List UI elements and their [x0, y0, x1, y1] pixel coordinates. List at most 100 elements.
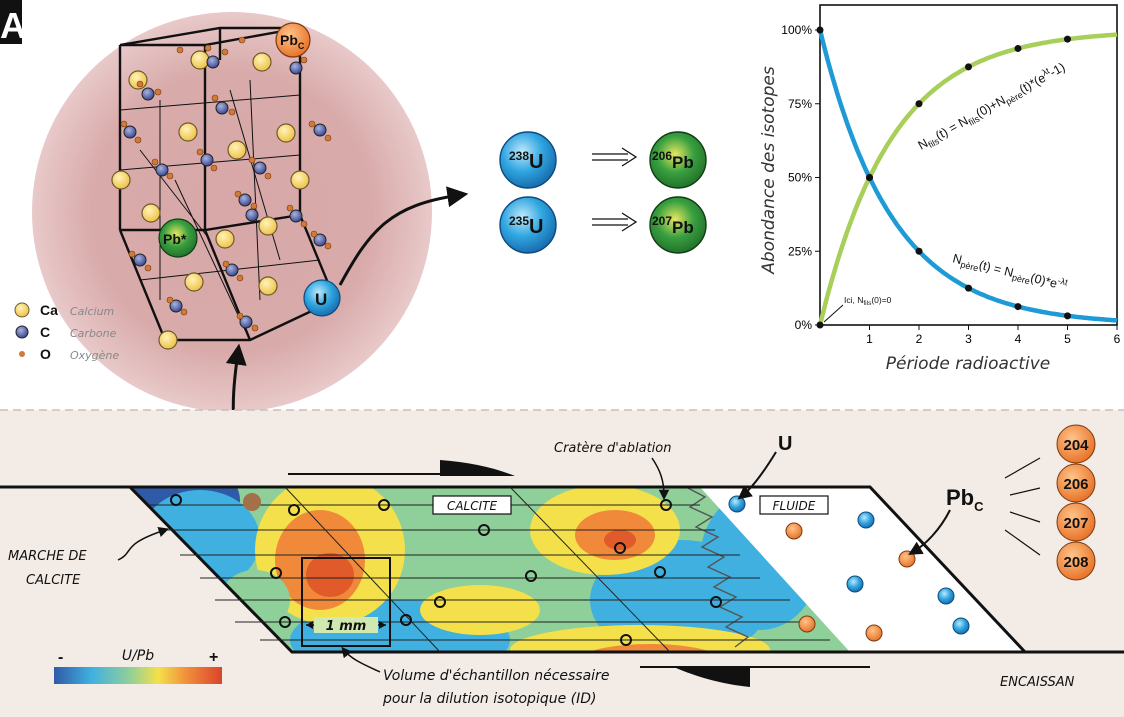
series-fils-point — [965, 63, 972, 71]
pere-eq-c: (0)*e — [1029, 271, 1059, 291]
legend-ca-name: Calcium — [70, 305, 114, 318]
calcite-box-label: CALCITE — [447, 499, 498, 513]
fluid-u-particle — [952, 617, 970, 635]
pb207-label: 207 — [1063, 515, 1088, 532]
fluid-pb-particle — [785, 522, 803, 540]
x-tick-label: 5 — [1064, 332, 1071, 346]
y-tick-label: 25% — [788, 244, 812, 258]
crater-label: Cratère d'ablation — [554, 441, 671, 456]
pb206-mass: 206 — [652, 149, 672, 163]
volume-label-line2: pour la dilution isotopique (ID) — [382, 691, 597, 707]
ablation-pits — [170, 494, 722, 646]
crater-zigzag — [685, 486, 750, 648]
calcite-outline — [126, 485, 1029, 654]
series-fils-point — [816, 321, 824, 329]
calcite-box — [432, 495, 512, 515]
svg-text:PbC: PbC — [946, 485, 984, 514]
x-tick-label: 2 — [916, 332, 923, 346]
colorbar-plus: + — [209, 649, 218, 666]
fils-eq-f: -1) — [1047, 60, 1067, 80]
sampled-spot — [243, 493, 261, 511]
pb206-symbol: Pb — [672, 153, 694, 172]
legend-o-symbol: O — [40, 346, 51, 362]
legend-o-name: Oxygène — [70, 349, 119, 362]
pbc-label-sub: C — [974, 499, 984, 514]
pere-eq-a: N — [951, 251, 963, 267]
series-père-point — [915, 247, 923, 255]
ca-atoms — [111, 50, 310, 350]
y-tick-label: 50% — [788, 171, 812, 185]
fluid-u-particle — [728, 495, 746, 513]
chart-x-label: Période radioactive — [886, 354, 1050, 374]
pbc-pointer — [908, 509, 951, 555]
u235-symbol: U — [529, 216, 543, 238]
svg-text:206Pb: 206Pb — [652, 149, 694, 172]
y-tick-label: 75% — [788, 97, 812, 111]
legend-c-name: Carbone — [70, 327, 117, 340]
legend-ca-icon — [14, 302, 30, 318]
pb204-badge — [1056, 424, 1096, 464]
colorbar — [54, 667, 222, 684]
atom-legend: Ca Calcium C Carbone O Oxygène — [14, 302, 119, 362]
marche-pointer — [117, 527, 169, 561]
origin-pointer — [823, 304, 844, 323]
series-fils-point — [915, 100, 923, 108]
y-tick-label: 0% — [795, 318, 813, 332]
uranium-atom-crystal — [303, 279, 341, 317]
series-père-point — [1064, 312, 1071, 320]
chart-y-ticks: 0% 25% 50% 75% 100% — [781, 23, 820, 332]
fils-eq-a-sub: fils — [926, 136, 941, 150]
fluid-u-particle — [937, 587, 955, 605]
u-pointer — [737, 451, 777, 500]
panel-letter-bg — [0, 0, 22, 44]
marche-label-line2: CALCITE — [26, 573, 81, 588]
series-père-point — [816, 26, 824, 34]
legend-ca-symbol: Ca — [40, 302, 58, 318]
y-tick-label: 100% — [781, 23, 812, 37]
pbc-atom-crystal — [275, 22, 311, 58]
svg-text:PbC: PbC — [280, 32, 305, 51]
legend-c-symbol: C — [40, 324, 50, 340]
fluid-pb-particle — [898, 550, 916, 568]
decay-arrow-235 — [592, 212, 638, 232]
u238-mass: 238 — [509, 149, 529, 163]
origin-note: Ici, Nfils(0)=0 — [844, 295, 892, 307]
fluid-particles — [728, 495, 970, 642]
fluide-box — [759, 495, 829, 515]
pb207-symbol: Pb — [672, 218, 694, 237]
u235-mass: 235 — [509, 214, 529, 228]
fils-eq-b-sub: fils — [967, 113, 982, 127]
encaissant-label: ENCAISSAN — [1000, 675, 1075, 690]
colorbar-label: U/Pb — [122, 648, 154, 664]
fluid-pb-particle — [798, 615, 816, 633]
svg-text:235U: 235U — [509, 214, 543, 238]
origin-sub: fils — [863, 300, 872, 307]
series-père-point — [866, 174, 873, 181]
x-tick-label: 3 — [965, 332, 972, 346]
pb206-badge — [1056, 463, 1096, 503]
pb207-atom — [649, 196, 707, 254]
x-tick-label: 6 — [1114, 332, 1121, 346]
scale-bar: 1 mm — [306, 617, 386, 634]
pere-eq-a-sub: père — [960, 259, 980, 273]
pb-radiogenic-label: Pb* — [163, 231, 187, 247]
u238-symbol: U — [529, 151, 543, 173]
pere-eq-d: -λt — [1057, 275, 1070, 287]
pb-isotopes: 204 206 207 208 — [1056, 424, 1096, 581]
pb208-badge — [1056, 541, 1096, 581]
fluide-box-label: FLUIDE — [773, 499, 816, 513]
volume-pointer — [341, 646, 381, 673]
crater-pointer — [651, 457, 670, 501]
chart-frame — [819, 4, 1118, 326]
pb206-atom — [649, 131, 707, 189]
chart-y-label: Abondance des isotopes — [759, 66, 779, 275]
pb206-label: 206 — [1063, 476, 1088, 493]
uranium-crystal-label: U — [315, 290, 327, 309]
fluid-u-particle — [846, 575, 864, 593]
section-u-label: U — [778, 433, 792, 455]
u235-atom — [499, 196, 557, 254]
volume-label-line1: Volume d'échantillon nécessaire — [383, 668, 609, 684]
series-fils-point — [1064, 35, 1071, 43]
